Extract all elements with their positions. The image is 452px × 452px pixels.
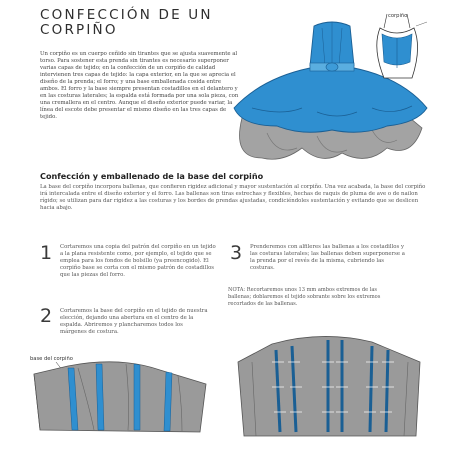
base-corpino-illustration-left [33, 361, 207, 433]
base-corpino-label: base del corpiño [30, 356, 73, 362]
step-3-number: 3 [230, 242, 243, 264]
base-corpino-illustration-right [237, 336, 421, 437]
intro-paragraph: Un corpiño es un cuerpo ceñido sin tiran… [40, 51, 239, 121]
page-title: CONFECCIÓN DE UN CORPIÑO [40, 8, 250, 38]
step-2-text: Cortaremos la base del corpiño en el tej… [60, 308, 208, 336]
title-line-1: CONFECCIÓN DE UN [40, 7, 213, 23]
step-3-text: Prenderemos con alfileres las ballenas a… [250, 244, 405, 272]
section-heading: Confección y emballenado de la base del … [40, 171, 264, 181]
section-body: La base del corpiño incorpora ballenas, … [40, 184, 426, 212]
step-2-number: 2 [40, 305, 53, 327]
dress-illustration [233, 13, 428, 160]
step-1-text: Cortaremos una copia del patrón del corp… [60, 244, 216, 279]
note-text: NOTA: Recortaremos unos 13 mm ambos extr… [228, 287, 381, 307]
step-1-number: 1 [40, 242, 53, 264]
corpino-label: corpiño [388, 13, 408, 19]
title-line-2: CORPIÑO [40, 22, 118, 38]
